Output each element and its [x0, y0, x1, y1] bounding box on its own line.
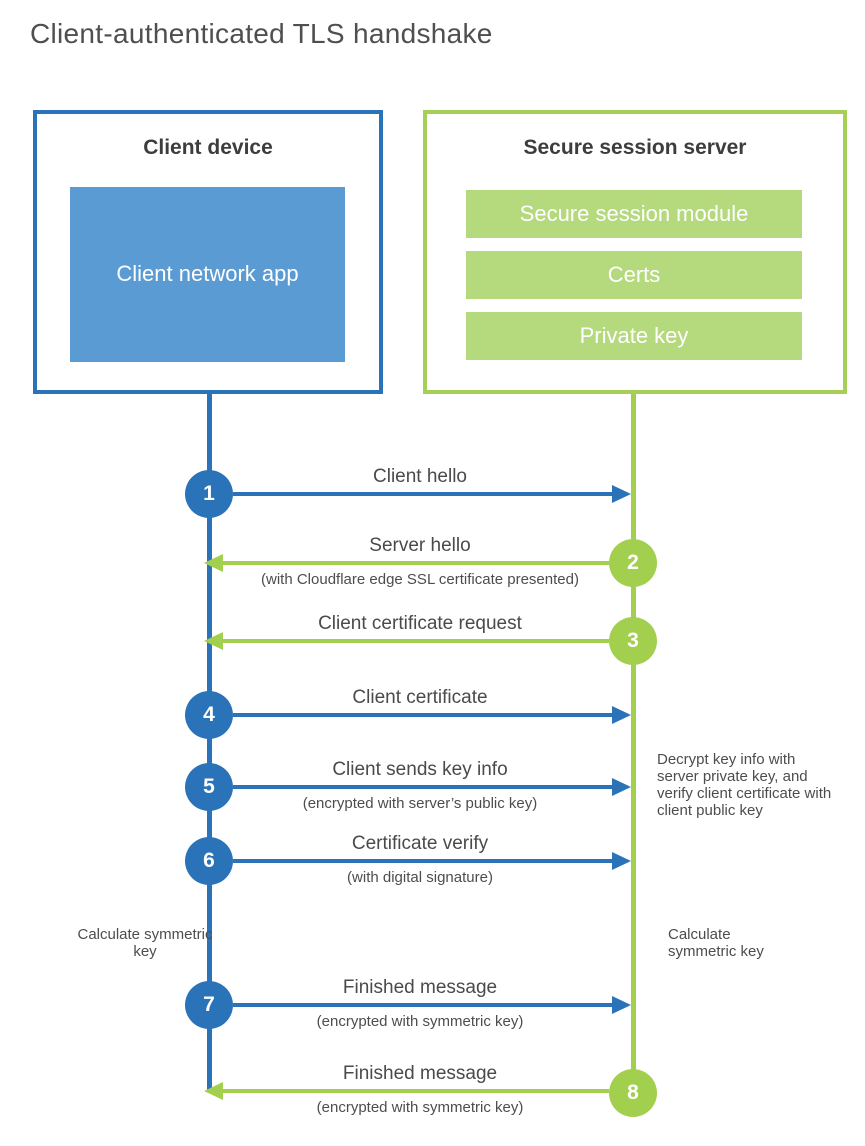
flow-7-arrowhead-icon — [612, 996, 631, 1014]
flow-3-step-badge: 3 — [609, 617, 657, 665]
flow-2-step-badge: 2 — [609, 539, 657, 587]
client-lifeline — [207, 394, 212, 1090]
flow-5-step-badge: 5 — [185, 763, 233, 811]
flow-8-label: Finished message — [342, 1063, 498, 1084]
secure-session-module-box: Secure session module — [466, 190, 802, 238]
flow-1-arrow-line — [233, 492, 612, 496]
flow-6-step-badge: 6 — [185, 837, 233, 885]
page-title: Client-authenticated TLS handshake — [30, 18, 493, 49]
flow-1-label: Client hello — [373, 466, 467, 487]
flow-4-arrow-line — [233, 713, 612, 717]
flow-7-step-badge: 7 — [185, 981, 233, 1029]
flow-5-label: Client sends key info — [332, 759, 508, 780]
secure-session-server-title: Secure session server — [523, 136, 747, 159]
flow-5-sublabel: (encrypted with server’s public key) — [302, 795, 538, 812]
flow-3-arrowhead-icon — [204, 632, 223, 650]
certs-box: Certs — [466, 251, 802, 299]
flow-1-arrowhead-icon — [612, 485, 631, 503]
flow-6-sublabel: (with digital signature) — [347, 869, 493, 886]
flow-6-arrow-line — [233, 859, 612, 863]
secure-session-server-box: Secure session server Secure session mod… — [423, 110, 847, 394]
flow-2-arrow-line — [222, 561, 609, 565]
flow-4-step-badge: 4 — [185, 691, 233, 739]
flow-8-step-badge: 8 — [609, 1069, 657, 1117]
flow-3-arrow-line — [222, 639, 609, 643]
flow-8-arrow-line — [222, 1089, 609, 1093]
flow-4-label: Client certificate — [352, 687, 488, 708]
flow-5-arrow-line — [233, 785, 612, 789]
flow-5-arrowhead-icon — [612, 778, 631, 796]
server-lifeline — [631, 394, 636, 1074]
calculate-symmetric-key-note-server: Calculate symmetric key — [668, 926, 764, 960]
decrypt-key-note: Decrypt key info with server private key… — [657, 751, 832, 819]
private-key-box: Private key — [466, 312, 802, 360]
flow-8-sublabel: (encrypted with symmetric key) — [316, 1099, 524, 1116]
client-device-title: Client device — [143, 136, 273, 159]
calculate-symmetric-key-note-client: Calculate symmetric key — [77, 926, 213, 960]
flow-6-arrowhead-icon — [612, 852, 631, 870]
flow-7-label: Finished message — [342, 977, 498, 998]
flow-6-label: Certificate verify — [351, 833, 489, 854]
flow-7-sublabel: (encrypted with symmetric key) — [316, 1013, 524, 1030]
flow-2-sublabel: (with Cloudflare edge SSL certificate pr… — [261, 571, 579, 588]
flow-2-label: Server hello — [369, 535, 471, 556]
client-network-app-box: Client network app — [70, 187, 345, 362]
flow-3-label: Client certificate request — [318, 613, 522, 634]
flow-4-arrowhead-icon — [612, 706, 631, 724]
flow-2-arrowhead-icon — [204, 554, 223, 572]
flow-8-arrowhead-icon — [204, 1082, 223, 1100]
flow-1-step-badge: 1 — [185, 470, 233, 518]
client-device-box: Client device Client network app — [33, 110, 383, 394]
flow-7-arrow-line — [233, 1003, 612, 1007]
